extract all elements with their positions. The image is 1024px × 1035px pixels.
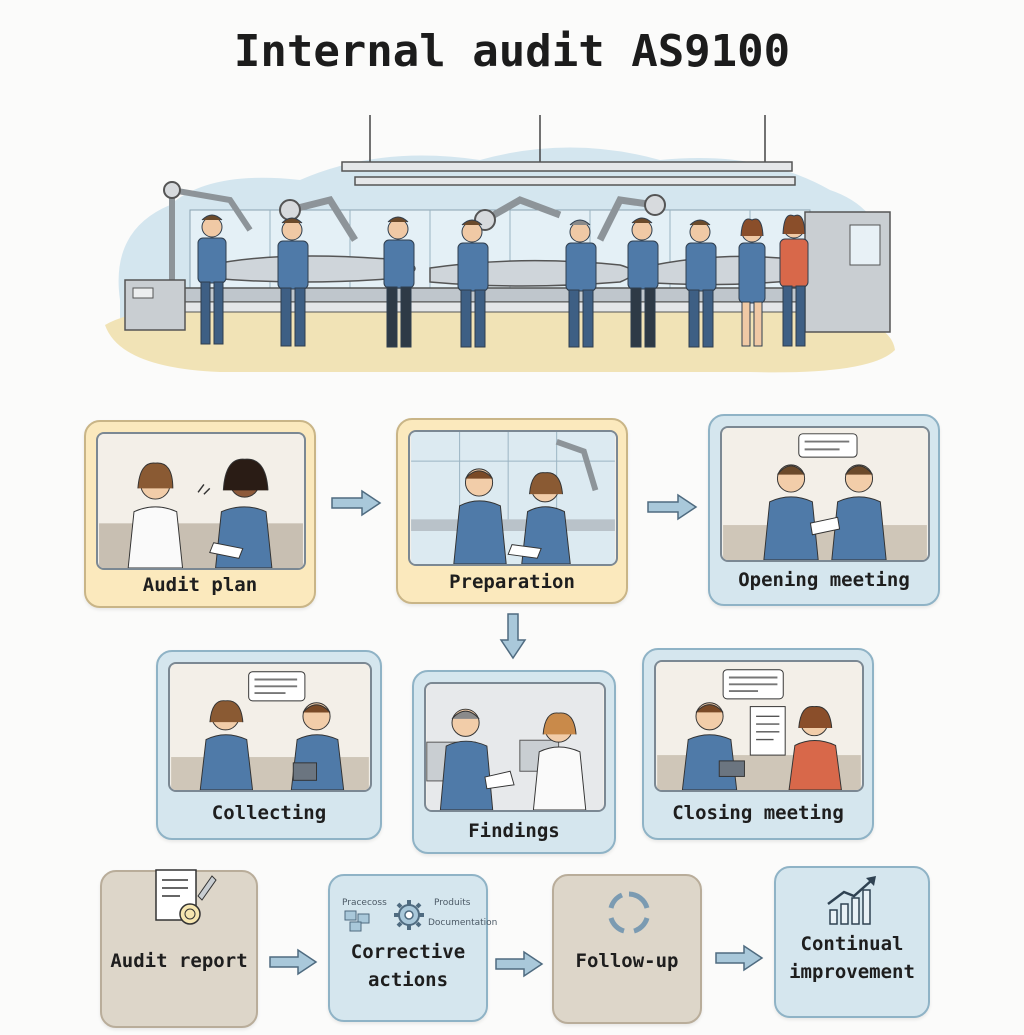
opening-meeting-scene [720, 426, 930, 562]
step-label-closing-meeting: Closing meeting [672, 802, 844, 824]
report-document-icon [150, 866, 218, 930]
corrective-line-1: Corrective [350, 941, 466, 963]
gear-icon [392, 898, 426, 932]
step-card-findings: Findings [412, 670, 616, 854]
findings-scene [424, 682, 606, 812]
step-card-closing-meeting: Closing meeting [642, 648, 874, 840]
arrow-right-icon [494, 950, 544, 978]
products-label: Produits [434, 898, 471, 908]
corrective-line-2: actions [367, 969, 449, 991]
step-label-audit-report: Audit report [110, 950, 248, 972]
documentation-label: Documentation [428, 918, 498, 928]
cycle-arrows-icon [604, 888, 654, 938]
step-card-opening-meeting: Opening meeting [708, 414, 940, 606]
step-card-corrective-actions: Pracecoss Produits Documentation Correct… [328, 874, 497, 1022]
step-card-audit-report: Audit report [100, 869, 258, 1028]
collecting-scene [168, 662, 372, 792]
arrow-right-icon [330, 488, 382, 518]
step-label-follow-up: Follow-up [575, 950, 679, 972]
step-label-preparation: Preparation [449, 571, 575, 593]
factory-scene-illustration [100, 110, 900, 390]
audit-plan-scene [96, 432, 306, 570]
step-label-collecting: Collecting [211, 802, 327, 824]
step-label-findings: Findings [468, 820, 560, 842]
page-title: Internal audit AS9100 [233, 26, 791, 77]
improvement-line-2: improvement [789, 961, 915, 983]
step-card-collecting: Collecting [156, 650, 382, 840]
step-label-audit-plan: Audit plan [142, 574, 258, 596]
closing-meeting-scene [654, 660, 864, 792]
process-blocks-icon [344, 910, 372, 932]
preparation-scene [408, 430, 618, 566]
process-label: Pracecoss [342, 898, 387, 908]
arrow-right-icon [268, 948, 318, 976]
step-card-follow-up: Follow-up [552, 874, 702, 1024]
improvement-line-1: Continual [800, 933, 904, 955]
step-label-continual-improvement: Continual improvement [776, 930, 928, 986]
step-card-audit-plan: Audit plan [84, 420, 316, 608]
arrow-right-icon [646, 492, 698, 522]
arrow-down-icon [498, 612, 528, 660]
growth-chart-icon [826, 874, 882, 926]
step-card-continual-improvement: Continual improvement [774, 866, 930, 1018]
step-card-preparation: Preparation [396, 418, 628, 604]
step-label-corrective-actions: Corrective actions [330, 938, 486, 994]
arrow-right-icon [714, 944, 764, 972]
step-label-opening-meeting: Opening meeting [738, 569, 910, 591]
